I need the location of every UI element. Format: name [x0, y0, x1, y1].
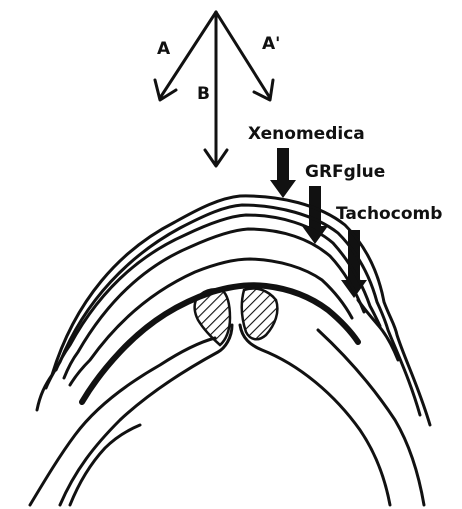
label-tachocomb: Tachocomb — [336, 204, 442, 224]
bone-right-edge — [318, 330, 424, 505]
xenomedica-pointer-arrow — [270, 148, 296, 198]
label-b: B — [197, 84, 210, 104]
bone-inner-curve-right — [240, 325, 390, 505]
dome-layers — [37, 196, 430, 425]
label-a: A — [157, 39, 171, 59]
bone-structure — [30, 288, 424, 505]
arrow-a-prime — [216, 12, 273, 100]
hatched-region-right — [242, 288, 278, 339]
label-xenomedica: Xenomedica — [248, 124, 365, 144]
bone-inner-curve-left — [60, 325, 232, 505]
label-grfglue: GRFglue — [305, 162, 385, 182]
hatched-region-left — [195, 289, 230, 345]
label-a-prime: A' — [262, 34, 280, 54]
layer-right-tail — [358, 300, 398, 360]
